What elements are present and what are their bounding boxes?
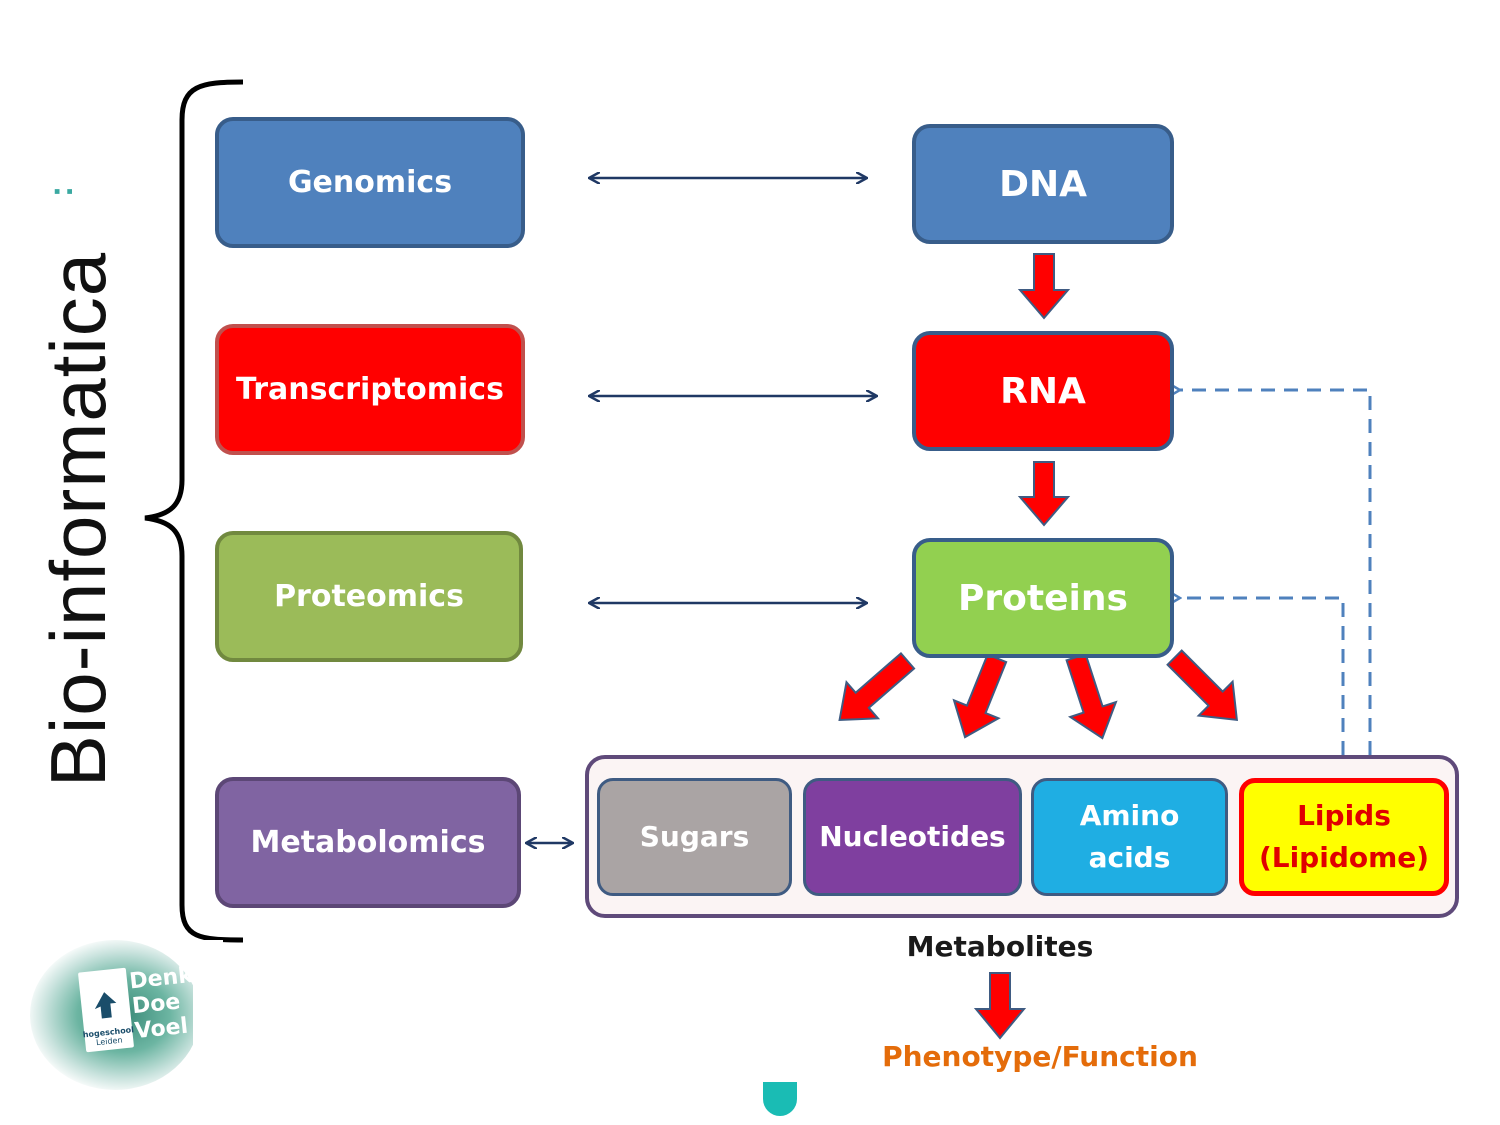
logo-city: Leiden [95, 1035, 123, 1048]
arrow-metabolites-phenotype [973, 972, 1027, 1040]
metabolomics-box: Metabolomics [215, 777, 521, 908]
nucleotides-label: Nucleotides [819, 820, 1006, 853]
genomics-box: Genomics [215, 117, 525, 248]
bird-icon [94, 992, 117, 1019]
feedback-lipids-rna [1180, 390, 1372, 778]
arrow-proteins-lipids [1166, 649, 1239, 722]
arrow-dna-rna [1017, 253, 1071, 320]
phenotype-function-label: Phenotype/Function [882, 1040, 1198, 1073]
curly-brace [144, 79, 244, 943]
metabolomics-label: Metabolomics [250, 825, 486, 860]
proteomics-box: Proteomics [215, 531, 523, 662]
logo-edge-mask [193, 940, 223, 1100]
genomics-label: Genomics [287, 165, 453, 200]
rna-label: RNA [1000, 370, 1086, 412]
amino-acids-line1: Amino [1079, 799, 1180, 832]
lipids-box: Lipids (Lipidome) [1239, 778, 1449, 896]
arrow-proteins-amino-acids [1065, 652, 1118, 740]
arrow-proteins-sugars [838, 651, 916, 722]
arrow-proteins-nucleotides [952, 653, 1008, 739]
proteomics-label: Proteomics [274, 579, 464, 614]
feedback-lipids-proteins [1180, 598, 1345, 778]
dna-label: DNA [999, 163, 1087, 205]
proteins-label: Proteins [958, 577, 1128, 619]
nucleotides-box: Nucleotides [803, 778, 1022, 896]
teal-drop-decoration [763, 1082, 797, 1116]
lipids-line2: (Lipidome) [1258, 841, 1430, 874]
lipids-line1: Lipids [1297, 799, 1391, 832]
proteins-box: Proteins [912, 538, 1174, 658]
hogeschool-leiden-logo: hogeschool Leiden Denk Doe Voel [30, 940, 200, 1090]
amino-acids-box: Amino acids [1031, 778, 1228, 896]
logo-card: hogeschool Leiden [77, 967, 134, 1053]
sugars-box: Sugars [597, 778, 792, 896]
dna-box: DNA [912, 124, 1174, 244]
transcriptomics-label: Transcriptomics [236, 372, 504, 407]
sugars-label: Sugars [639, 820, 750, 853]
transcriptomics-box: Transcriptomics [215, 324, 525, 455]
rna-box: RNA [912, 331, 1174, 451]
metabolites-label: Metabolites [906, 930, 1094, 963]
arrow-rna-proteins [1017, 461, 1071, 527]
amino-acids-line2: acids [1088, 841, 1171, 874]
logo-words: Denk Doe Voel [128, 963, 199, 1044]
